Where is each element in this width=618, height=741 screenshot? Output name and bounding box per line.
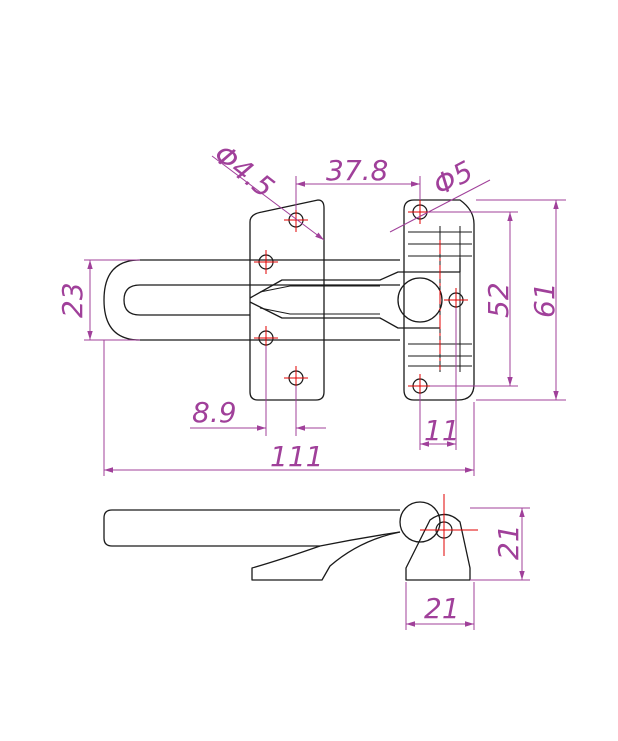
dim-side-width: 21 <box>424 592 460 625</box>
side-view <box>103 494 478 581</box>
side-centerlines <box>420 494 478 556</box>
side-pivot-knob <box>399 501 441 543</box>
swing-arm <box>249 258 461 329</box>
left-mounting-plate <box>249 199 325 401</box>
centerlines-top <box>254 200 468 398</box>
top-view <box>103 199 475 401</box>
dimension-lines <box>84 155 566 630</box>
side-bracket <box>405 513 471 581</box>
dimension-labels: Φ4.5 37.8 Φ5 23 52 61 8.9 11 111 21 21 <box>56 138 561 625</box>
mounting-holes <box>258 204 464 394</box>
dim-overall-height: 61 <box>528 282 561 318</box>
dim-side-height: 21 <box>492 524 525 560</box>
dim-hole-offset-left: 8.9 <box>192 396 237 429</box>
pivot-knob <box>397 277 443 323</box>
guard-bar-inner <box>123 284 400 316</box>
side-bar <box>103 509 401 547</box>
dim-hole-spacing: 37.8 <box>326 154 388 187</box>
side-arm-curve <box>251 531 401 581</box>
swing-arm-ridge <box>259 285 380 315</box>
dim-hole-span-right: 52 <box>482 282 515 318</box>
right-mounting-plate <box>403 199 475 401</box>
guard-bar-outer <box>103 259 400 341</box>
dim-hole-small: Φ4.5 <box>208 138 281 205</box>
dim-hole-offset-right: 11 <box>424 414 460 447</box>
dim-hole-large: Φ5 <box>428 154 479 202</box>
dim-overall-length: 111 <box>270 440 323 473</box>
dim-bar-height: 23 <box>56 282 89 318</box>
